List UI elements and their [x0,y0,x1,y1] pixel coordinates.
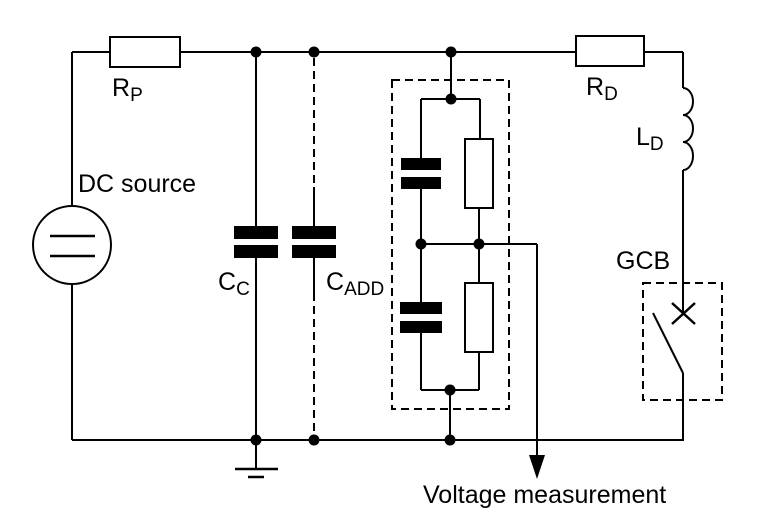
label-rd-sub: D [604,84,618,105]
dc-source-symbol [32,205,112,285]
label-cadd-main: C [326,268,344,296]
label-cadd-sub: ADD [344,279,384,300]
junction-dot [444,434,456,446]
divider-cap-lower-plate-top [400,302,442,314]
gcb-switch-blade [652,312,684,374]
junction-dot [445,46,457,58]
label-ld-sub: D [650,134,664,155]
cadd-plate-bottom [292,245,336,258]
measurement-arrowhead-icon [529,455,545,479]
label-ld: LD [636,123,664,155]
junction-dot [473,238,485,250]
label-rp-sub: P [130,85,143,106]
voltage-measurement-tap [529,244,545,479]
divider-cap-lower-plate-bottom [400,321,442,333]
label-dc-source: DC source [78,170,196,198]
label-cc-sub: C [236,279,250,300]
capacitor-cadd [292,58,336,434]
cadd-plate-top [292,226,336,239]
label-rd-main: R [586,73,604,101]
gcb-breaker [642,282,723,401]
label-cc-main: C [218,268,236,296]
junction-dot [444,384,456,396]
label-voltage-measurement: Voltage measurement [423,481,666,509]
ground-symbol [235,440,278,479]
resistor-rp [109,36,181,68]
cc-plate-top [234,226,278,239]
label-cc: CC [218,268,250,300]
divider-cap-upper-plate-bottom [401,177,441,189]
junction-dot [250,434,262,446]
gcb-contact-x-icon [671,302,696,325]
junction-dot [415,238,427,250]
capacitor-cc [234,52,278,440]
resistor-rd [575,35,645,67]
junction-dot [308,46,320,58]
label-gcb: GCB [616,247,670,275]
gcb-dashed-box [642,282,723,401]
voltage-divider [391,52,537,440]
junction-dots [250,46,485,446]
junction-dot [250,46,262,58]
divider-resistor-upper [464,138,494,209]
main-loop-wires [71,51,684,441]
dc-source-circle [32,205,112,285]
label-rp: RP [112,74,143,106]
inductor-ld-coil-icon [682,87,694,171]
junction-dot [308,434,320,446]
divider-cap-upper-plate-top [401,158,441,170]
junction-dot [445,93,457,105]
label-rp-main: R [112,74,130,102]
label-ld-main: L [636,123,650,151]
dc-source-bars-icon [50,234,95,258]
label-rd: RD [586,73,618,105]
cc-plate-bottom [234,245,278,258]
divider-resistor-lower [464,282,494,353]
label-cadd: CADD [326,268,384,300]
